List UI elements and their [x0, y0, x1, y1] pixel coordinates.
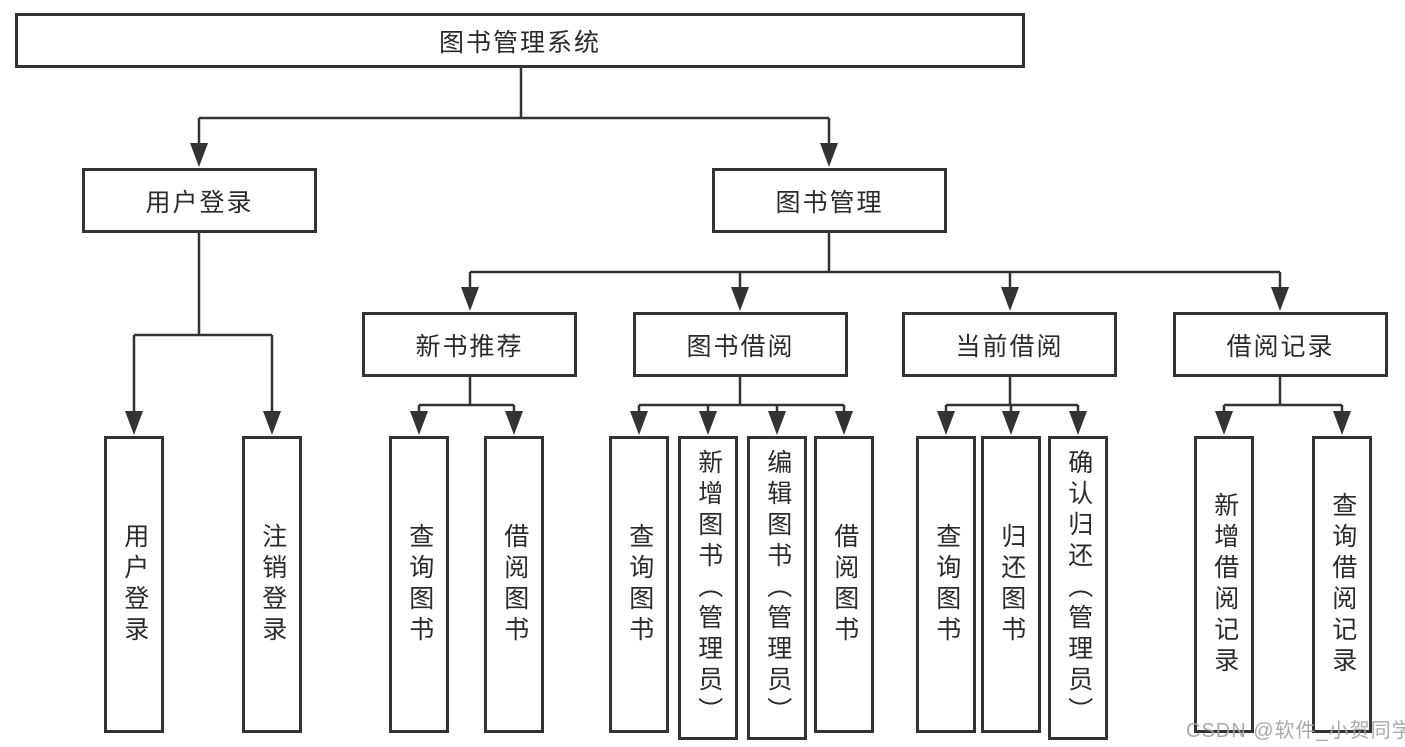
- node-current-borrowing: 当前借阅: [902, 312, 1117, 377]
- leaf-return-books: 归还图书: [981, 436, 1041, 733]
- node-borrowing-records: 借阅记录: [1173, 312, 1388, 377]
- leaf-borrow-books-recommend: 借阅图书: [484, 436, 544, 733]
- leaf-borrow-books: 借阅图书: [814, 436, 874, 733]
- node-book-management: 图书管理: [712, 168, 947, 233]
- leaf-query-books-borrow: 查询图书: [609, 436, 669, 733]
- node-user-login: 用户登录: [82, 168, 317, 233]
- leaf-query-books-current: 查询图书: [916, 436, 976, 733]
- leaf-user-login: 用户登录: [104, 436, 164, 733]
- leaf-add-books-admin: 新增图书（管理员）: [678, 436, 738, 740]
- node-new-book-recommendation: 新书推荐: [362, 312, 577, 377]
- leaf-query-borrow-record: 查询借阅记录: [1312, 436, 1372, 733]
- leaf-confirm-return-admin: 确认归还（管理员）: [1048, 436, 1108, 740]
- csdn-watermark: CSDN @软件_小贺同学: [1186, 720, 1405, 742]
- leaf-edit-books-admin: 编辑图书（管理员）: [747, 436, 807, 740]
- leaf-logout: 注销登录: [242, 436, 302, 733]
- node-book-borrowing: 图书借阅: [633, 312, 848, 377]
- leaf-add-borrow-record: 新增借阅记录: [1194, 436, 1254, 733]
- node-library-management-system: 图书管理系统: [15, 13, 1025, 68]
- leaf-query-books-recommend: 查询图书: [389, 436, 449, 733]
